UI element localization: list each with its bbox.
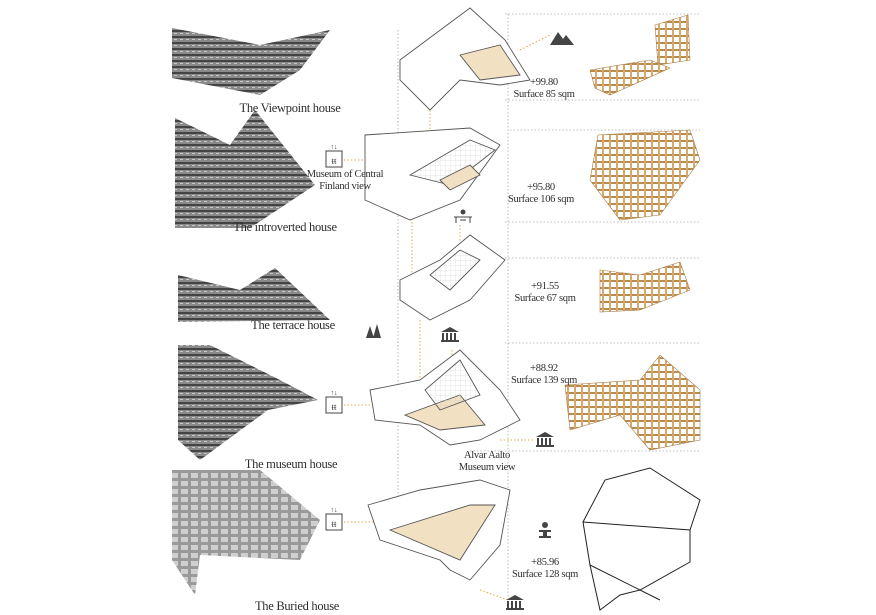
house-caption: The terrace house bbox=[251, 318, 335, 332]
axonometric-volumes bbox=[364, 7, 531, 581]
house-caption: The Viewpoint house bbox=[239, 101, 341, 115]
surface: Surface 128 sqm bbox=[511, 569, 579, 580]
house-caption: The museum house bbox=[244, 457, 338, 471]
guide-lines bbox=[397, 13, 700, 600]
elevation: +91.55 bbox=[531, 281, 559, 292]
surface: Surface 85 sqm bbox=[513, 89, 575, 100]
photo-buried-house bbox=[172, 470, 320, 595]
elevation: +88.92 bbox=[530, 363, 558, 374]
view-label-line: Museum view bbox=[458, 462, 516, 473]
house-caption: The introverted house bbox=[233, 220, 337, 234]
house-caption: The Buried house bbox=[254, 599, 340, 613]
surface: Surface 106 sqm bbox=[507, 194, 575, 205]
photo-museum-house bbox=[178, 345, 318, 460]
view-label-line: Museum of Central bbox=[306, 169, 384, 180]
surface: Surface 67 sqm bbox=[514, 293, 576, 304]
timber-structures bbox=[564, 14, 701, 451]
photo-viewpoint-house bbox=[172, 28, 330, 95]
view-label-line: Finland view bbox=[319, 181, 371, 192]
view-label-line: Alvar Aalto bbox=[464, 450, 510, 461]
photo-introverted-house bbox=[175, 110, 315, 228]
elevation: +99.80 bbox=[530, 77, 558, 88]
photo-terrace-house bbox=[178, 268, 330, 322]
elevation: +95.80 bbox=[527, 182, 555, 193]
buried-house-outline bbox=[582, 467, 701, 611]
elevation: +85.96 bbox=[531, 557, 559, 568]
surface: Surface 139 sqm bbox=[510, 375, 578, 386]
